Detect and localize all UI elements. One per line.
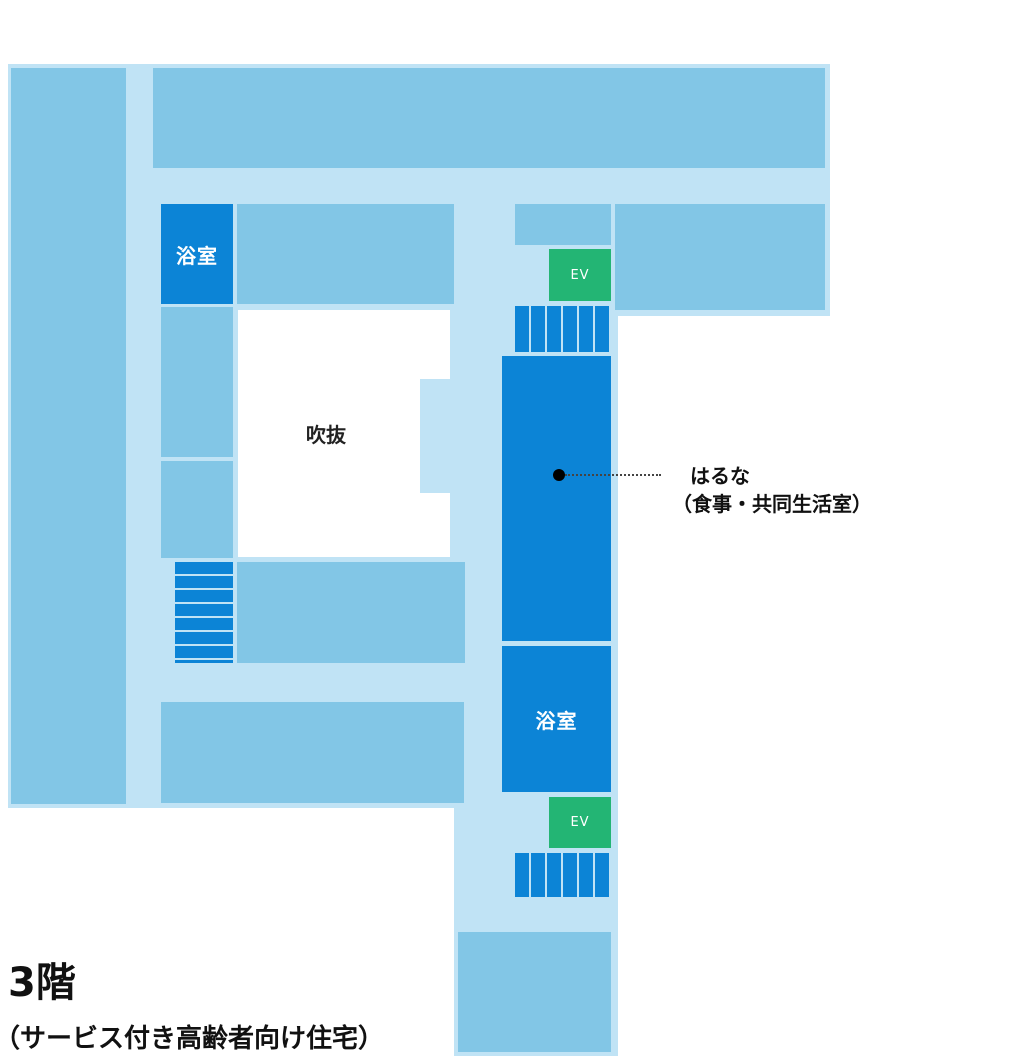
bathroom-northwest-label: 浴室 <box>176 243 218 268</box>
elevator-south-label: EV <box>570 815 590 830</box>
room-west-inner-2 <box>161 461 233 558</box>
room-north-middle <box>237 204 454 304</box>
room-northeast <box>615 204 825 310</box>
room-west-inner-1 <box>161 307 233 457</box>
elevator-north-label: EV <box>570 267 590 283</box>
callout-room-name: はるな <box>690 464 750 488</box>
stairs-north-east <box>515 306 611 352</box>
bathroom-east: 浴室 <box>502 646 611 792</box>
elevator-south: EV <box>549 797 611 848</box>
bathroom-northwest: 浴室 <box>161 204 233 304</box>
callout-leader-line <box>565 474 661 476</box>
room-west-long <box>11 68 126 804</box>
stairs-south-east <box>515 853 611 897</box>
dining-common-room <box>502 356 611 641</box>
room-southwest <box>161 702 464 803</box>
room-center-south <box>237 562 465 663</box>
atrium-label: 吹抜 <box>306 423 346 447</box>
floor-title: 3階 <box>8 960 76 1006</box>
atrium: 吹抜 <box>238 310 450 557</box>
stairs-west <box>175 562 233 663</box>
elevator-north: EV <box>549 249 611 301</box>
atrium-bridge <box>420 379 450 493</box>
callout-marker-icon <box>553 469 565 481</box>
room-north-long <box>153 68 825 168</box>
floor-subtitle: （サービス付き高齢者向け住宅） <box>0 1024 385 1054</box>
room-south-end <box>458 932 611 1052</box>
callout-room-detail: （食事・共同生活室） <box>672 492 872 516</box>
bathroom-east-label: 浴室 <box>535 708 578 733</box>
outside-area <box>618 316 830 808</box>
room-north-small <box>515 204 611 245</box>
